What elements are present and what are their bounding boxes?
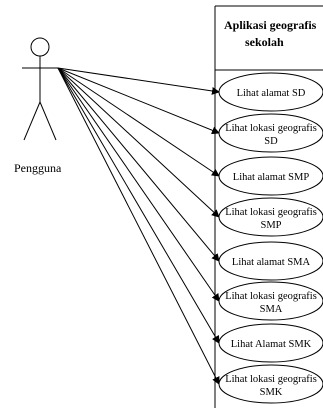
association-line xyxy=(57,67,220,385)
association-line xyxy=(57,67,220,177)
use-case-label: Lihat alamat SD xyxy=(237,88,306,99)
association-line xyxy=(57,67,220,95)
system-title-line1: Aplikasi geografis xyxy=(224,18,317,32)
use-case-ellipse xyxy=(218,156,323,196)
system-title-line2: sekolah xyxy=(245,35,284,49)
use-case: Lihat alamat SMP xyxy=(218,156,323,196)
use-case-label: Lihat alamat SMA xyxy=(232,257,311,268)
association-line xyxy=(57,67,220,218)
use-case-label: Lihat lokasi geografis xyxy=(225,374,317,385)
use-case-label: Lihat Alamat SMK xyxy=(231,339,312,350)
use-case-label: Lihat alamat SMP xyxy=(233,172,310,183)
association-lines xyxy=(57,67,220,385)
use-case-ellipse xyxy=(218,113,323,153)
actor-head xyxy=(30,37,50,57)
use-case: Lihat alamat SD xyxy=(218,72,323,112)
use-case-ellipse xyxy=(218,323,323,363)
use-case-label-line2: SMP xyxy=(260,220,281,231)
use-case-label: Lihat lokasi geografis xyxy=(225,207,317,218)
use-case-ellipse xyxy=(218,72,323,112)
use-case: Lihat alamat SMA xyxy=(218,241,323,281)
use-case-label-line2: SMA xyxy=(260,304,283,315)
use-case-label-line2: SMK xyxy=(260,387,283,398)
use-case: Lihat Alamat SMK xyxy=(218,323,323,363)
use-case-label: Lihat lokasi geografis xyxy=(225,123,317,134)
actor-figure xyxy=(22,37,58,141)
association-line xyxy=(57,67,220,135)
association-line xyxy=(57,67,220,262)
actor-label: Pengguna xyxy=(14,161,62,175)
use-case-ellipse xyxy=(218,364,323,404)
use-case-ellipse xyxy=(218,241,323,281)
use-case-label-line2: SD xyxy=(264,136,278,147)
use-case-ellipse xyxy=(218,281,323,321)
actor-left-leg xyxy=(23,101,41,141)
use-case-ellipse xyxy=(218,197,323,237)
association-line xyxy=(57,67,220,344)
system-boundary: Aplikasi geografis sekolah xyxy=(214,5,323,408)
association-line xyxy=(57,67,220,302)
actor-right-leg xyxy=(39,101,57,141)
use-case-label: Lihat lokasi geografis xyxy=(225,291,317,302)
